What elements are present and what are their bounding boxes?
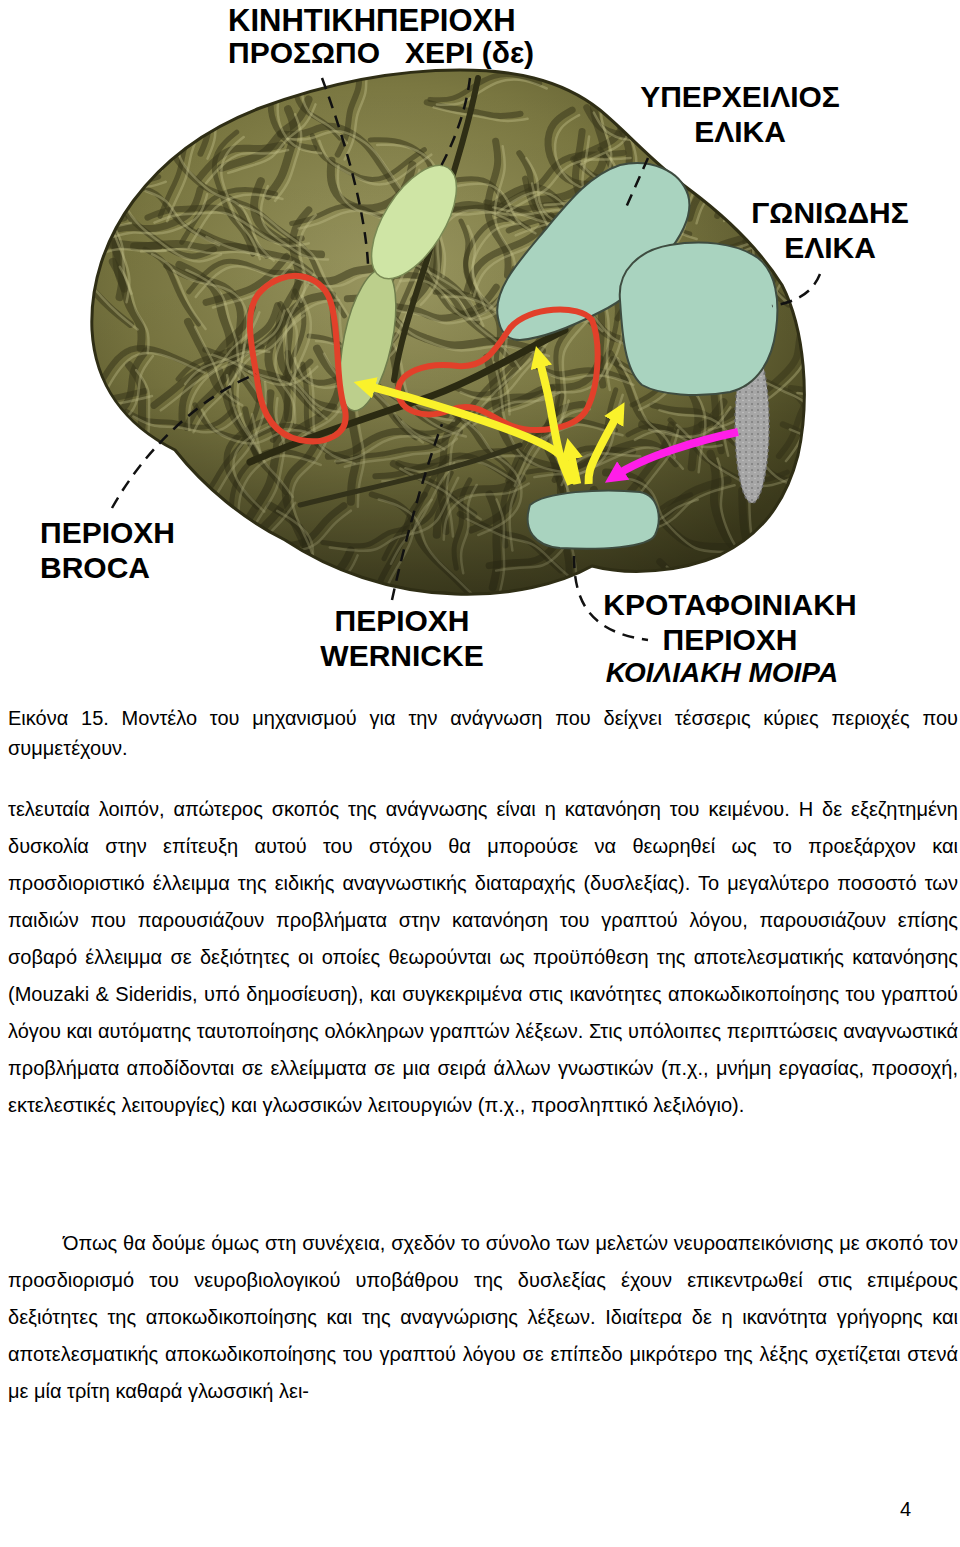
region-layer: ΠΡΟΣΩΠΟΧΕΡΙ (δε)ΥΠΕΡΧΕΙΛΙΟΣ ΕΛΙΚΑΓΩΝΙΩΔΗ… — [0, 0, 960, 690]
angular-gyrus-outline — [612, 236, 785, 402]
leader-line — [772, 274, 820, 306]
sulcus-line — [97, 87, 181, 168]
angular-gyrus-shape — [620, 243, 778, 396]
gyrus-crest — [47, 118, 180, 141]
gyrus-crest — [767, 0, 789, 82]
figure-caption: Εικόνα 15. Μοντέλο του μηχανισμού για τη… — [8, 703, 958, 763]
brain-outline — [92, 70, 804, 594]
gyrus-crest — [43, 430, 129, 478]
region-label: ΧΕΡΙ (δε) — [405, 36, 565, 71]
sulcus-line — [97, 120, 116, 204]
gyrus-crest — [47, 160, 162, 170]
sulcus-line — [130, 588, 175, 667]
brain-shading — [92, 70, 804, 594]
gyrus-crest — [104, 125, 123, 209]
leader-line — [624, 158, 648, 212]
leader-line — [322, 78, 368, 264]
region-label: ΚΡΟΤΑΦΟΙΝΙΑΚΗ ΠΕΡΙΟΧΗ — [580, 588, 880, 657]
region-label: ΠΡΟΣΩΠΟ — [228, 36, 398, 71]
sulcus-line — [12, 411, 106, 459]
leader-lines — [112, 78, 820, 640]
page-number: 4 — [900, 1497, 952, 1521]
gyrus-crest — [19, 416, 113, 464]
wernicke-area-shape — [398, 310, 598, 430]
temporal-sulcus — [300, 445, 520, 505]
sulcus-line — [40, 113, 173, 136]
sulcus-line — [58, 579, 102, 690]
temporo-occipital-area: ΚΡΟΤΑΦΟΙΝΙΑΚΗ ΠΕΡΙΟΧΗΚΟΙΛΙΑΚΗ ΜΟΙΡΑ — [518, 484, 666, 554]
region-label: ΥΠΕΡΧΕΙΛΙΟΣ ΕΛΙΚΑ — [615, 80, 865, 149]
text-holder: Όπως θα δούμε όμως στη συνέχεια, σχεδόν … — [8, 1225, 958, 1410]
body-paragraph: Όπως θα δούμε όμως στη συνέχεια, σχεδόν … — [8, 1225, 958, 1410]
region-heading: ΚΙΝΗΤΙΚΗΠΕΡΙΟΧΗ — [228, 2, 568, 39]
brain-surface — [92, 70, 804, 594]
brain-gyri — [0, 0, 881, 690]
label-holder: ΥΠΕΡΧΕΙΛΙΟΣ ΕΛΙΚΑ — [615, 80, 865, 149]
wernicke-area: ΠΕΡΙΟΧΗ WERNICKE — [392, 298, 606, 438]
label-holder: ΚΡΟΤΑΦΟΙΝΙΑΚΗ ΠΕΡΙΟΧΗ — [580, 588, 880, 657]
sulcus-line — [739, 148, 871, 184]
gyrus-crest — [0, 216, 131, 226]
broca-area-outline — [242, 266, 354, 450]
temporo-occipital-area-shape — [528, 491, 659, 549]
region-label: ΚΟΙΛΙΑΚΗ ΜΟΙΡΑ — [572, 657, 872, 689]
region-label: ΠΕΡΙΟΧΗ WERNICKE — [302, 604, 502, 673]
label-holder: ΠΕΡΙΟΧΗ BROCA — [40, 516, 215, 585]
gyrus-crest — [144, 435, 160, 524]
hand-motor-area: ΧΕΡΙ (δε) — [368, 162, 460, 282]
hand-motor-area-shape — [355, 152, 474, 292]
leader-line — [392, 424, 442, 600]
sulcus-line — [158, 581, 254, 664]
text-holder: 4 — [900, 1497, 952, 1521]
gyrus-crest — [746, 153, 878, 189]
gyrus-crest — [165, 586, 261, 669]
leader-line — [112, 374, 256, 508]
label-holder: ΠΕΡΙΟΧΗ WERNICKE — [302, 604, 502, 673]
leader-line — [440, 78, 470, 168]
leader-line — [574, 556, 648, 640]
broca-area: ΠΕΡΙΟΧΗ BROCA — [242, 266, 354, 450]
sulcus-line — [771, 13, 794, 91]
body-paragraph: τελευταία λοιπόν, απώτερος σκοπός της αν… — [8, 791, 958, 1124]
sulcus-line — [36, 425, 122, 473]
region-label: ΓΩΝΙΩΔΗΣ ΕΛΙΚΑ — [730, 196, 930, 265]
gyrus-crest — [797, 393, 851, 503]
connector-arrow — [365, 385, 571, 484]
broca-area-shape — [250, 276, 346, 441]
gyrus-crest — [65, 584, 109, 690]
connector-arrow — [539, 358, 571, 484]
visual-input-arrow — [615, 432, 738, 476]
label-holder: ΠΡΟΣΩΠΟ — [228, 36, 398, 71]
sulcus-line — [57, 107, 159, 182]
hand-motor-area-outline — [368, 162, 460, 282]
sulcus-line — [137, 430, 153, 519]
sulcus-line — [40, 155, 155, 165]
angular-gyrus: ΓΩΝΙΩΔΗΣ ΕΛΙΚΑ — [612, 236, 785, 402]
temporo-occipital-area-outline — [518, 484, 666, 554]
sulcus-line — [0, 211, 124, 221]
sulcus-line — [760, 0, 782, 77]
text-holder: τελευταία λοιπόν, απώτερος σκοπός της αν… — [8, 791, 958, 1124]
text-holder: ΚΙΝΗΤΙΚΗΠΕΡΙΟΧΗ — [228, 2, 568, 39]
label-holder: ΓΩΝΙΩΔΗΣ ΕΛΙΚΑ — [730, 196, 930, 265]
gyrus-crest — [137, 593, 182, 672]
gyrus-crest — [64, 112, 166, 187]
text-holder: Εικόνα 15. Μοντέλο του μηχανισμού για τη… — [8, 703, 958, 763]
region-label: ΠΕΡΙΟΧΗ BROCA — [40, 516, 215, 585]
wernicke-area-outline — [392, 298, 606, 438]
label-holder: ΧΕΡΙ (δε) — [405, 36, 565, 71]
label-holder: ΚΟΙΛΙΑΚΗ ΜΟΙΡΑ — [572, 657, 872, 689]
